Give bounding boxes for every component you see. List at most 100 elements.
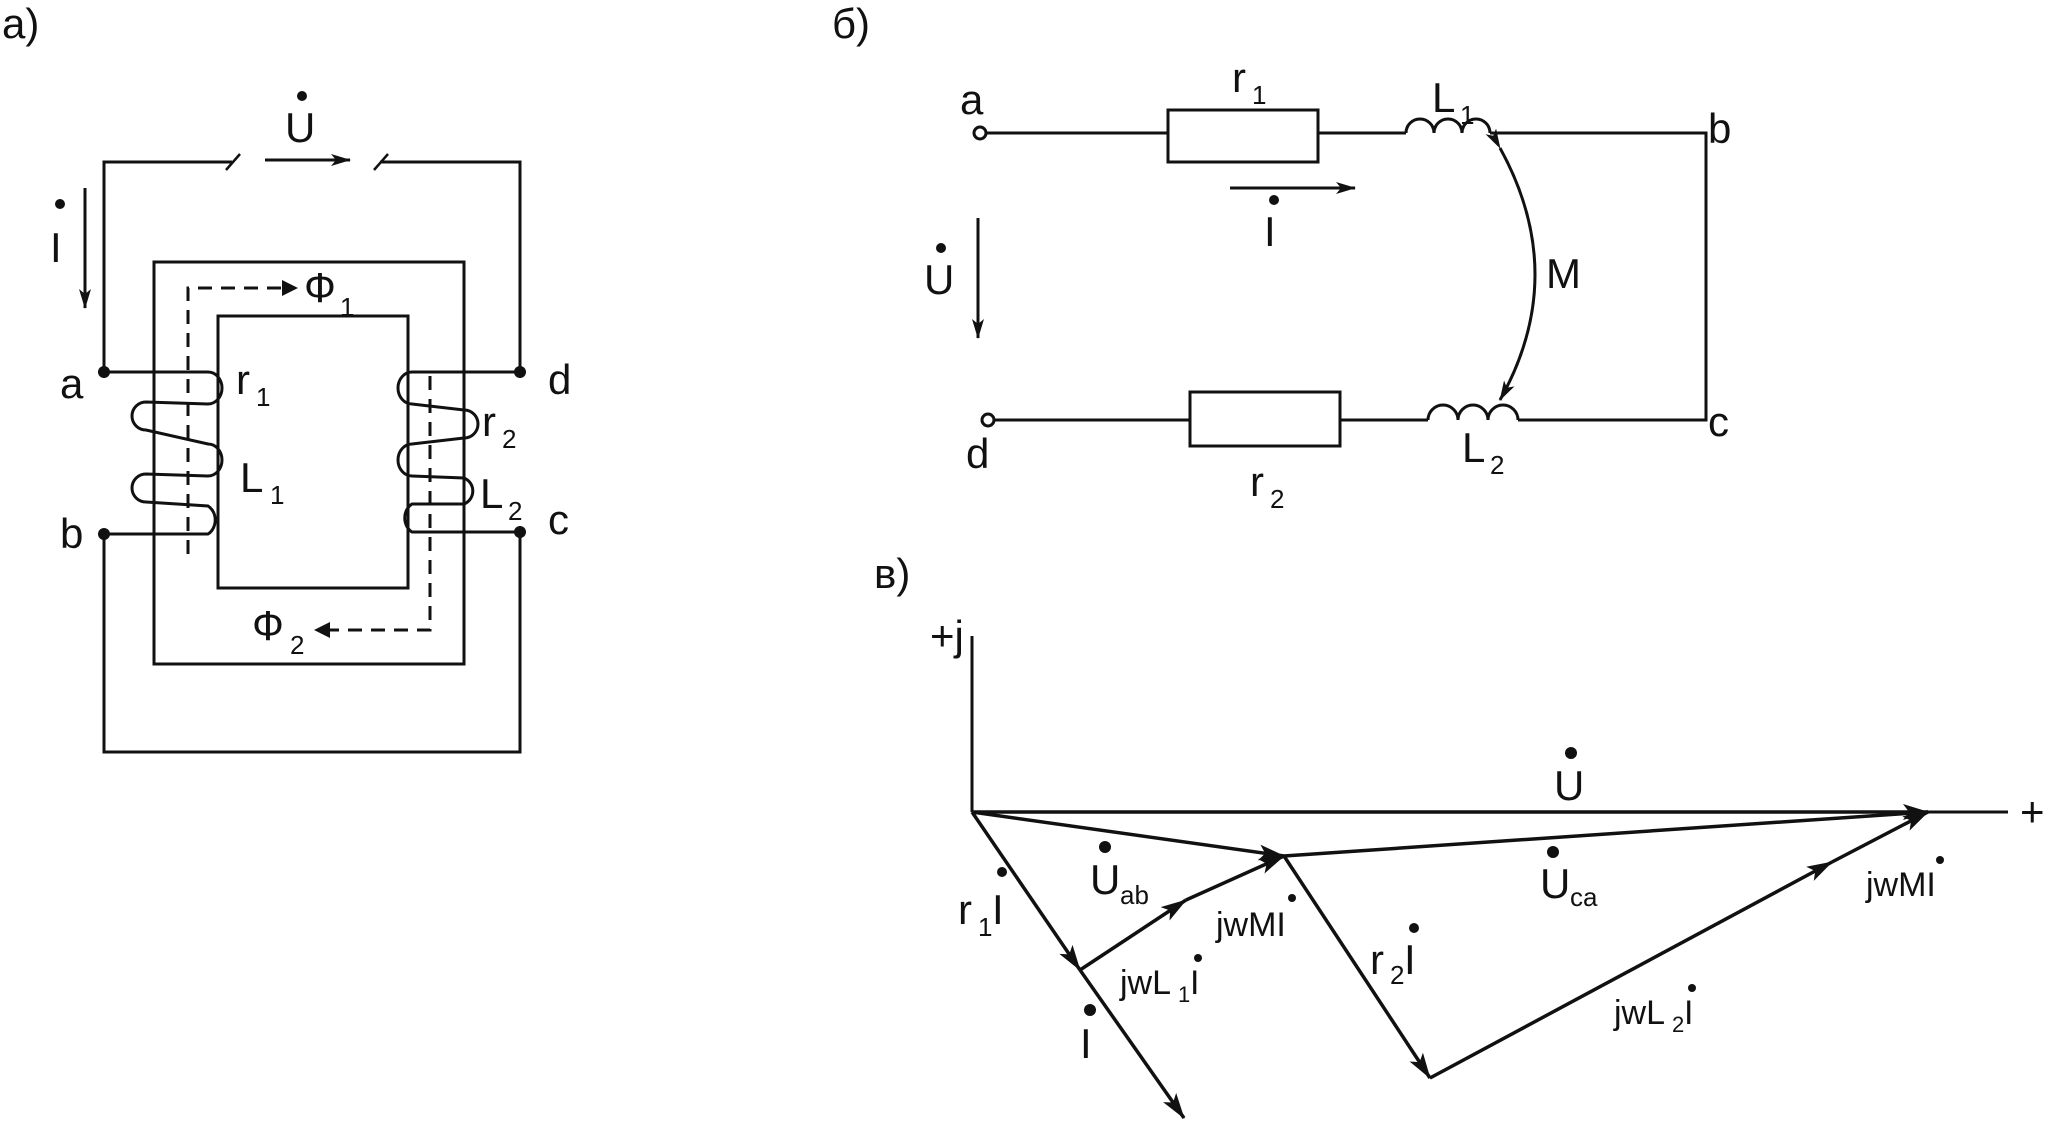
panel-b-equivalent-circuit: б) a r 1 L 1 b c I U M d r 2 L xyxy=(832,0,1731,514)
winding-left xyxy=(104,370,224,536)
r1-label: r xyxy=(236,356,250,403)
l1-subscript: 1 xyxy=(270,480,284,510)
flux-1-subscript: 1 xyxy=(340,292,354,322)
phasor-jwl1-i xyxy=(1079,898,1187,972)
phasor-jwm-i-2-label: jwMI xyxy=(1865,866,1936,904)
flux-2-arrowhead xyxy=(314,622,330,638)
winding-right xyxy=(396,370,520,534)
panel-a-label: а) xyxy=(2,0,39,47)
phasor-i xyxy=(1078,968,1186,1120)
supply-wire-left xyxy=(102,160,232,372)
mutual-label-m: M xyxy=(1546,250,1581,297)
transformer-core-outer xyxy=(152,260,466,666)
flux-path-1 xyxy=(186,286,282,554)
r1-subscript: 1 xyxy=(256,382,270,412)
phasor-jwl1-i-current: I xyxy=(1190,964,1199,1002)
supply-wire-right xyxy=(380,160,522,372)
resistor-r2 xyxy=(1188,390,1342,448)
phasor-jwl2-i-current: I xyxy=(1684,994,1693,1032)
phasor-dot xyxy=(1194,954,1202,962)
r2-label: r xyxy=(482,398,496,445)
phasor-r2-i xyxy=(1282,855,1432,1079)
phasor-r1-i-label-i: I xyxy=(992,886,1004,933)
node-b-label: b xyxy=(60,510,83,557)
node-d-label: d xyxy=(548,356,571,403)
l2-subscript: 2 xyxy=(508,496,522,526)
inductor-l2 xyxy=(1426,403,1520,421)
flux-1-arrowhead xyxy=(282,280,298,296)
node-b-label: b xyxy=(1708,105,1731,152)
l1-subscript: 1 xyxy=(1460,100,1474,130)
r2-subscript: 2 xyxy=(502,424,516,454)
phasor-dot xyxy=(1288,894,1296,902)
r1-label: r xyxy=(1232,54,1246,101)
phasor-jwm-i-1-label: jwMI xyxy=(1215,906,1286,944)
l1-label: L xyxy=(1432,74,1455,121)
phasor-r1-i xyxy=(970,811,1082,971)
phasor-jwm-i-2 xyxy=(1831,810,1929,864)
r1-subscript: 1 xyxy=(1252,80,1266,110)
phasor-dot xyxy=(1936,856,1944,864)
resistor-r1 xyxy=(1166,108,1320,164)
voltage-label-u: U xyxy=(285,104,315,151)
phasor-jwl1-i-label: jwL xyxy=(1119,964,1171,1002)
phasor-u-ca-label: U xyxy=(1540,860,1570,907)
l2-label: L xyxy=(1462,424,1485,471)
phasor-jwl2-i-subscript: 2 xyxy=(1672,1012,1684,1037)
phasor-dot xyxy=(1269,195,1279,205)
phasor-r2-i-label-i: I xyxy=(1404,936,1416,983)
voltage-label-u: U xyxy=(924,256,954,303)
terminal-d xyxy=(514,366,526,378)
phasor-dot xyxy=(1565,747,1577,759)
terminal-left xyxy=(225,153,241,171)
node-a-label: a xyxy=(960,76,984,123)
node-d-label: d xyxy=(966,430,989,477)
phasor-dot xyxy=(997,867,1007,877)
l2-subscript: 2 xyxy=(1490,450,1504,480)
phasor-jwl2-i-label: jwL xyxy=(1613,994,1665,1032)
node-c-label: c xyxy=(1708,398,1729,445)
current-label-i: I xyxy=(50,224,62,271)
panel-c-label: в) xyxy=(874,550,910,597)
phasor-u-ab-subscript: ab xyxy=(1120,880,1149,910)
terminal-d xyxy=(980,412,996,428)
phasor-dot xyxy=(1084,1004,1096,1016)
imaginary-axis-label: +j xyxy=(930,612,964,659)
connection-b-c xyxy=(102,532,522,754)
terminal-right xyxy=(373,153,389,171)
l1-label: L xyxy=(240,454,263,501)
phasor-dot xyxy=(1547,846,1559,858)
phasor-u-label: U xyxy=(1554,762,1584,809)
phasor-u-ca-subscript: ca xyxy=(1570,882,1598,912)
phasor-dot xyxy=(297,91,307,101)
phasor-r1-i-subscript: 1 xyxy=(978,912,992,942)
phasor-dot xyxy=(55,199,65,209)
phasor-dot xyxy=(1099,841,1111,853)
phasor-dot xyxy=(1688,984,1696,992)
phasor-i-label: I xyxy=(1080,1020,1092,1067)
l2-label: L xyxy=(480,470,503,517)
current-label-i: I xyxy=(1264,208,1276,255)
phasor-r1-i-label-r: r xyxy=(958,886,972,933)
terminal-a xyxy=(98,366,110,378)
terminal-a xyxy=(972,125,988,141)
phasor-r2-i-subscript: 2 xyxy=(1390,960,1404,990)
phasor-u-ca xyxy=(1283,810,1929,858)
flux-1-label: Ф xyxy=(304,264,336,311)
panel-b-label: б) xyxy=(832,0,870,47)
panel-a-transformer: а) U I Ф 1 Ф 2 a b r 1 xyxy=(2,0,571,754)
flux-2-label: Ф xyxy=(252,602,284,649)
phasor-dot xyxy=(936,243,946,253)
phasor-u-ab-label: U xyxy=(1090,856,1120,903)
node-c-label: c xyxy=(548,496,569,543)
real-axis-label: + xyxy=(2020,788,2045,835)
phasor-dot xyxy=(1409,923,1419,933)
flux-2-subscript: 2 xyxy=(290,630,304,660)
phasor-jwl1-i-subscript: 1 xyxy=(1178,982,1190,1007)
flux-path-2 xyxy=(330,376,432,632)
phasor-jwl2-i xyxy=(1429,860,1833,1080)
phasor-jwm-i-1 xyxy=(1185,854,1285,902)
phasor-r2-i-label-r: r xyxy=(1370,936,1384,983)
mutual-inductance-arrow xyxy=(1485,128,1537,401)
